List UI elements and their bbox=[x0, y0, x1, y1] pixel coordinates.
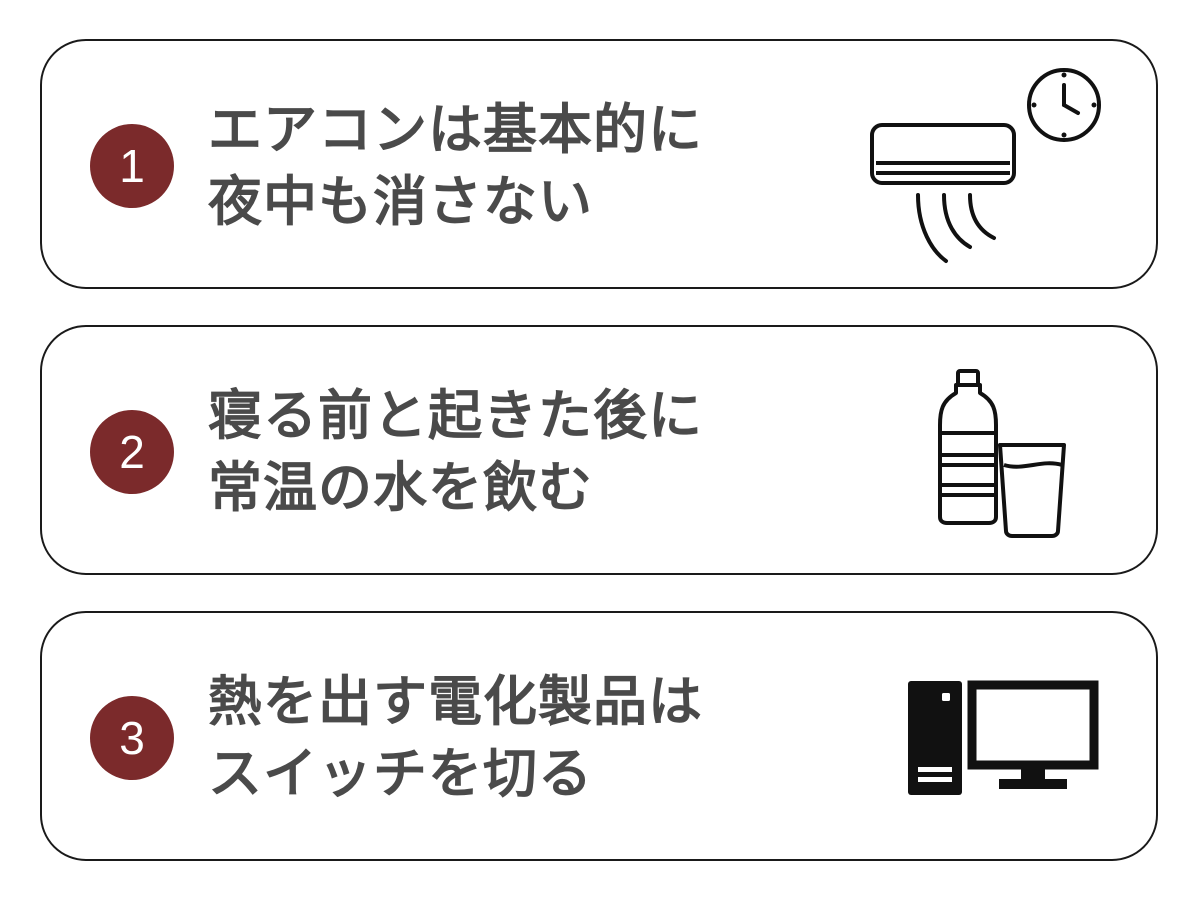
tip-text: 熱を出す電化製品は スイッチを切る bbox=[208, 666, 848, 810]
tip-text-line-2: スイッチを切る bbox=[208, 742, 593, 805]
tip-card-2: 2 寝る前と起きた後に 常温の水を飲む bbox=[40, 325, 1158, 575]
step-number-badge: 2 bbox=[90, 410, 174, 494]
tip-text: 寝る前と起きた後に 常温の水を飲む bbox=[208, 380, 848, 524]
desktop-computer-icon bbox=[906, 679, 1106, 799]
air-conditioner-timer-icon bbox=[862, 63, 1112, 273]
step-number-badge: 3 bbox=[90, 696, 174, 780]
tip-text-line-1: 寝る前と起きた後に bbox=[208, 384, 703, 447]
water-bottle-glass-icon bbox=[934, 367, 1074, 542]
tip-text: エアコンは基本的に 夜中も消さない bbox=[208, 94, 848, 238]
tip-card-3: 3 熱を出す電化製品は スイッチを切る bbox=[40, 611, 1158, 861]
tip-card-1: 1 エアコンは基本的に 夜中も消さない bbox=[40, 39, 1158, 289]
tip-text-line-1: 熱を出す電化製品は bbox=[208, 670, 703, 733]
tip-text-line-2: 常温の水を飲む bbox=[208, 456, 593, 519]
tip-text-line-2: 夜中も消さない bbox=[208, 170, 593, 233]
step-number-badge: 1 bbox=[90, 124, 174, 208]
tip-text-line-1: エアコンは基本的に bbox=[208, 98, 703, 161]
